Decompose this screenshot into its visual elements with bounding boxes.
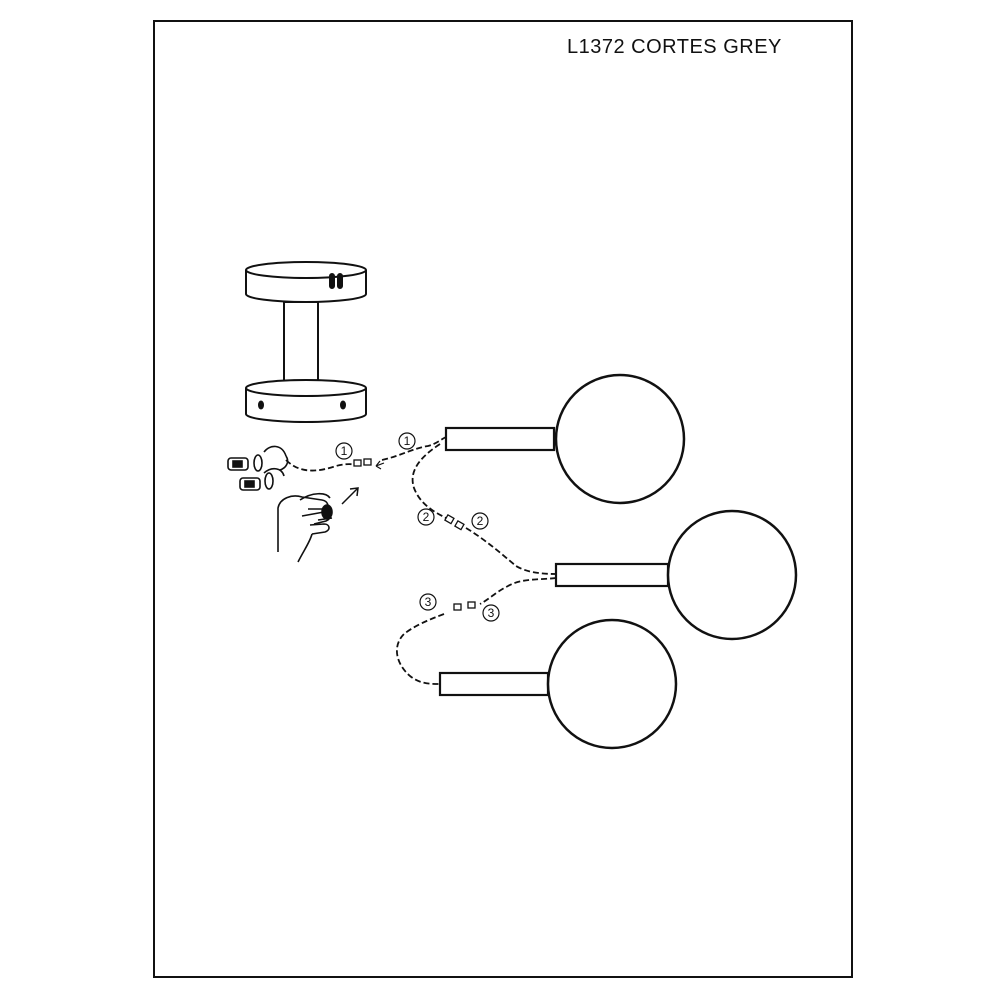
connector-1-icon — [353, 458, 372, 467]
connector-2-icon — [444, 514, 465, 531]
step-label-1a: 1 — [341, 444, 348, 458]
ceiling-canopy-icon — [245, 261, 367, 423]
step-label-3a: 3 — [425, 595, 432, 609]
step-label-2b: 2 — [477, 514, 484, 528]
connector-3-icon — [453, 601, 476, 611]
wire-lamp-2-to-lamp-3 — [396, 577, 557, 685]
wire-lamp-1-to-lamp-2 — [411, 443, 557, 575]
round-lamp-icon — [444, 373, 686, 505]
round-lamp-icon — [554, 509, 798, 641]
step-marker-2b — [471, 512, 489, 530]
step-label-3b: 3 — [488, 606, 495, 620]
connector-1-arrow-icon — [375, 460, 385, 470]
round-lamp-icon — [438, 618, 678, 750]
step-marker-1b — [398, 432, 416, 450]
step-marker-1a — [335, 442, 353, 460]
product-title: L1372 CORTES GREY — [567, 36, 782, 58]
hand-icon — [277, 492, 333, 563]
wire-connector-icon — [227, 445, 289, 491]
step-label-2a: 2 — [423, 510, 430, 524]
step-label-1b: 1 — [404, 434, 411, 448]
arrow-icon — [341, 487, 359, 505]
step-markers — [335, 432, 500, 622]
step-marker-3a — [419, 593, 437, 611]
drawing-sheet — [153, 20, 853, 978]
step-marker-3b — [482, 604, 500, 622]
step-marker-2a — [417, 508, 435, 526]
